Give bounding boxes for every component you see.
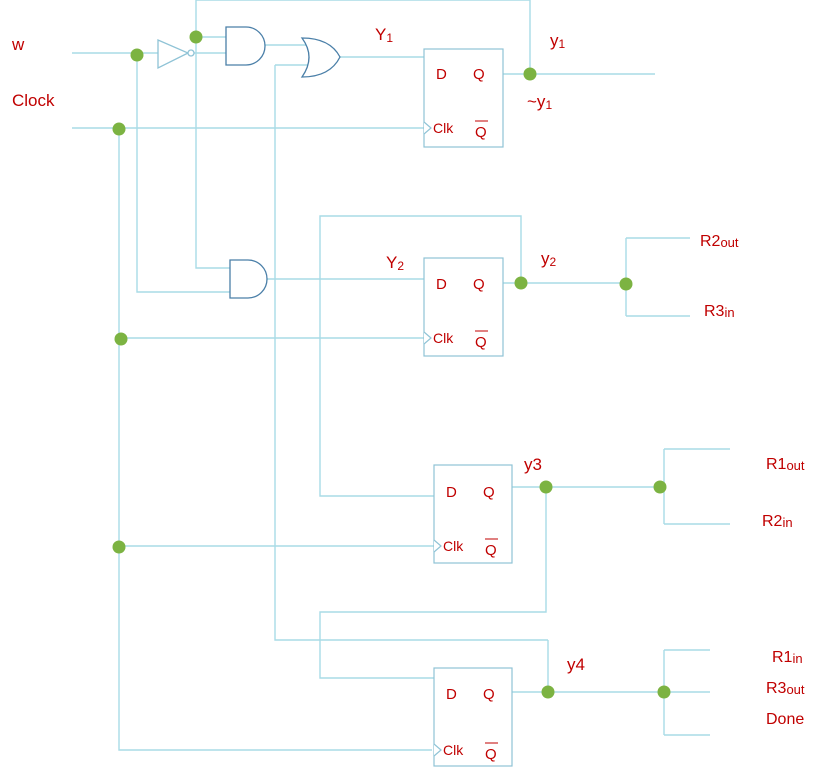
not-gate-bubble bbox=[187, 49, 195, 57]
output-r3in-label: R3in bbox=[704, 303, 735, 320]
labels: w Clock Y1 y1 ~y1 Y2 y2 y3 y4 R2out R3in… bbox=[11, 25, 805, 728]
flipflop-3-clk-pin: Clk bbox=[443, 538, 464, 554]
junction-dot bbox=[130, 48, 144, 62]
flipflop-2-q-pin: Q bbox=[473, 276, 485, 293]
output-r1out-label: R1out bbox=[766, 456, 805, 473]
flipflop-1-d-pin: D bbox=[436, 66, 447, 83]
flipflop-2: D Q Clk Q bbox=[423, 257, 504, 357]
flipflop-3-clk-triangle bbox=[433, 539, 442, 553]
flipflop-4-clk-pin: Clk bbox=[443, 742, 464, 758]
junction-dot bbox=[653, 480, 667, 494]
flipflop-3-d-pin: D bbox=[446, 484, 457, 501]
flipflop-4-d-pin: D bbox=[446, 686, 457, 703]
input-clock-label: Clock bbox=[12, 91, 55, 110]
wires bbox=[72, 0, 730, 751]
junction-dot bbox=[657, 685, 671, 699]
and-gate-2 bbox=[229, 259, 268, 299]
flipflop-3-body bbox=[433, 464, 513, 564]
wire-y3-down bbox=[319, 487, 547, 679]
flipflop-1-clk-pin: Clk bbox=[433, 120, 454, 136]
output-done-label: Done bbox=[766, 711, 804, 728]
junction-dot bbox=[539, 480, 553, 494]
signal-y1-not-label: ~y1 bbox=[527, 92, 552, 112]
junction-dot bbox=[112, 540, 126, 554]
flipflop-1-qbar-pin: Q bbox=[475, 124, 487, 141]
wire-w-down bbox=[136, 53, 230, 293]
wire-feedback-and2 bbox=[195, 37, 230, 269]
junction-dot bbox=[619, 277, 633, 291]
junction-dot bbox=[114, 332, 128, 346]
output-r2in-label: R2in bbox=[762, 513, 793, 530]
flipflop-1-q-pin: Q bbox=[473, 66, 485, 83]
junction-dot bbox=[189, 30, 203, 44]
junction-dot bbox=[514, 276, 528, 290]
junction-dot bbox=[112, 122, 126, 136]
junction-dot bbox=[541, 685, 555, 699]
input-w-label: w bbox=[11, 35, 25, 54]
signal-y2-label: y2 bbox=[541, 249, 557, 269]
wire-vbus-275 bbox=[274, 65, 548, 641]
flipflop-2-body bbox=[423, 257, 504, 357]
signal-y3-label: y3 bbox=[524, 455, 542, 474]
flipflop-4-clk-triangle bbox=[433, 743, 442, 757]
flipflop-4-qbar-pin: Q bbox=[485, 746, 497, 763]
flipflop-3-q-pin: Q bbox=[483, 484, 495, 501]
output-r1in-label: R1in bbox=[772, 649, 803, 666]
flipflop-2-clk-triangle bbox=[423, 331, 432, 345]
wire-y1-feedback bbox=[195, 0, 531, 74]
flipflop-2-d-pin: D bbox=[436, 276, 447, 293]
flipflop-4-body bbox=[433, 667, 513, 767]
flipflop-1-body bbox=[423, 48, 504, 148]
or-gate bbox=[300, 37, 341, 78]
signal-y1-label: y1 bbox=[550, 31, 566, 51]
signal-Y2-label: Y2 bbox=[386, 253, 404, 273]
not-gate bbox=[157, 39, 195, 70]
flipflop-2-clk-pin: Clk bbox=[433, 330, 454, 346]
and-gate-1 bbox=[225, 26, 266, 66]
signal-y4-label: y4 bbox=[567, 655, 585, 674]
output-r3out-label: R3out bbox=[766, 680, 805, 697]
flipflop-1: D Q Clk Q bbox=[423, 48, 504, 148]
junctions bbox=[112, 30, 671, 699]
flipflop-4: D Q Clk Q bbox=[433, 667, 513, 767]
flipflop-4-q-pin: Q bbox=[483, 686, 495, 703]
flipflop-3: D Q Clk Q bbox=[433, 464, 513, 564]
flipflop-2-qbar-pin: Q bbox=[475, 334, 487, 351]
flipflop-3-qbar-pin: Q bbox=[485, 542, 497, 559]
not-gate-body bbox=[157, 39, 190, 70]
output-r2out-label: R2out bbox=[700, 233, 739, 250]
wire-y2-feedback bbox=[319, 215, 522, 497]
signal-Y1-label: Y1 bbox=[375, 25, 393, 45]
junction-dot bbox=[523, 67, 537, 81]
flipflop-1-clk-triangle bbox=[423, 121, 432, 135]
